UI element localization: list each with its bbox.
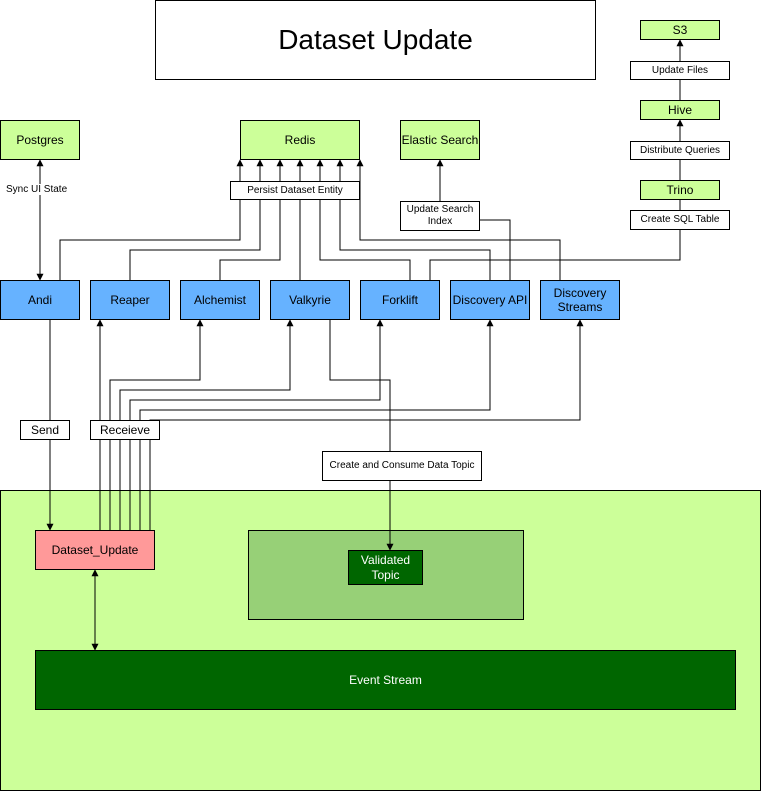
receive-valkyrie-connector: [119, 319, 294, 530]
validated-topic: Validated Topic: [348, 550, 423, 585]
forklift-service: Forklift: [360, 280, 440, 320]
receive-alchemist-connector: [109, 319, 204, 530]
create-consume-topic-label: Create and Consume Data Topic: [322, 451, 482, 481]
alchemist-redis-connector: [219, 159, 284, 280]
update-files-label: Update Files: [630, 61, 730, 80]
valkyrie-service: Valkyrie: [270, 280, 350, 320]
event-stream: Event Stream: [35, 650, 736, 710]
diagram-title: Dataset Update: [155, 0, 596, 80]
andi-redis-connector: [59, 159, 244, 280]
postgres-node: Postgres: [0, 120, 80, 160]
redis-node: Redis: [240, 120, 360, 160]
elastic-search-node: Elastic Search: [400, 120, 480, 160]
send-label: Send: [20, 420, 70, 440]
trino-node: Trino: [640, 180, 720, 200]
update-search-index-label: Update Search Index: [400, 201, 480, 231]
receive-forklift-connector: [129, 319, 384, 530]
discovery-streams-service: Discovery Streams: [540, 280, 620, 320]
alchemist-service: Alchemist: [180, 280, 260, 320]
valkyrie-topic-connector: [329, 320, 394, 551]
receive-discovery-api-connector: [139, 319, 494, 530]
dataset-update-topic: Dataset_Update: [35, 530, 155, 570]
forklift-trino-connector: [429, 200, 681, 280]
receive-label: Receieve: [90, 420, 160, 440]
distribute-queries-label: Distribute Queries: [630, 141, 730, 160]
reaper-redis-connector: [129, 159, 264, 280]
s3-node: S3: [640, 20, 720, 40]
forklift-redis-connector: [316, 159, 411, 280]
reaper-service: Reaper: [90, 280, 170, 320]
hive-node: Hive: [640, 100, 720, 120]
sync-ui-state-label: Sync UI State: [6, 184, 68, 195]
andi-service: Andi: [0, 280, 80, 320]
discovery-api-redis-connector: [336, 159, 491, 280]
discovery-api-service: Discovery API: [450, 280, 530, 320]
persist-dataset-entity-label: Persist Dataset Entity: [230, 181, 360, 200]
create-sql-table-label: Create SQL Table: [630, 210, 730, 230]
receive-discovery-streams-connector: [149, 319, 584, 530]
